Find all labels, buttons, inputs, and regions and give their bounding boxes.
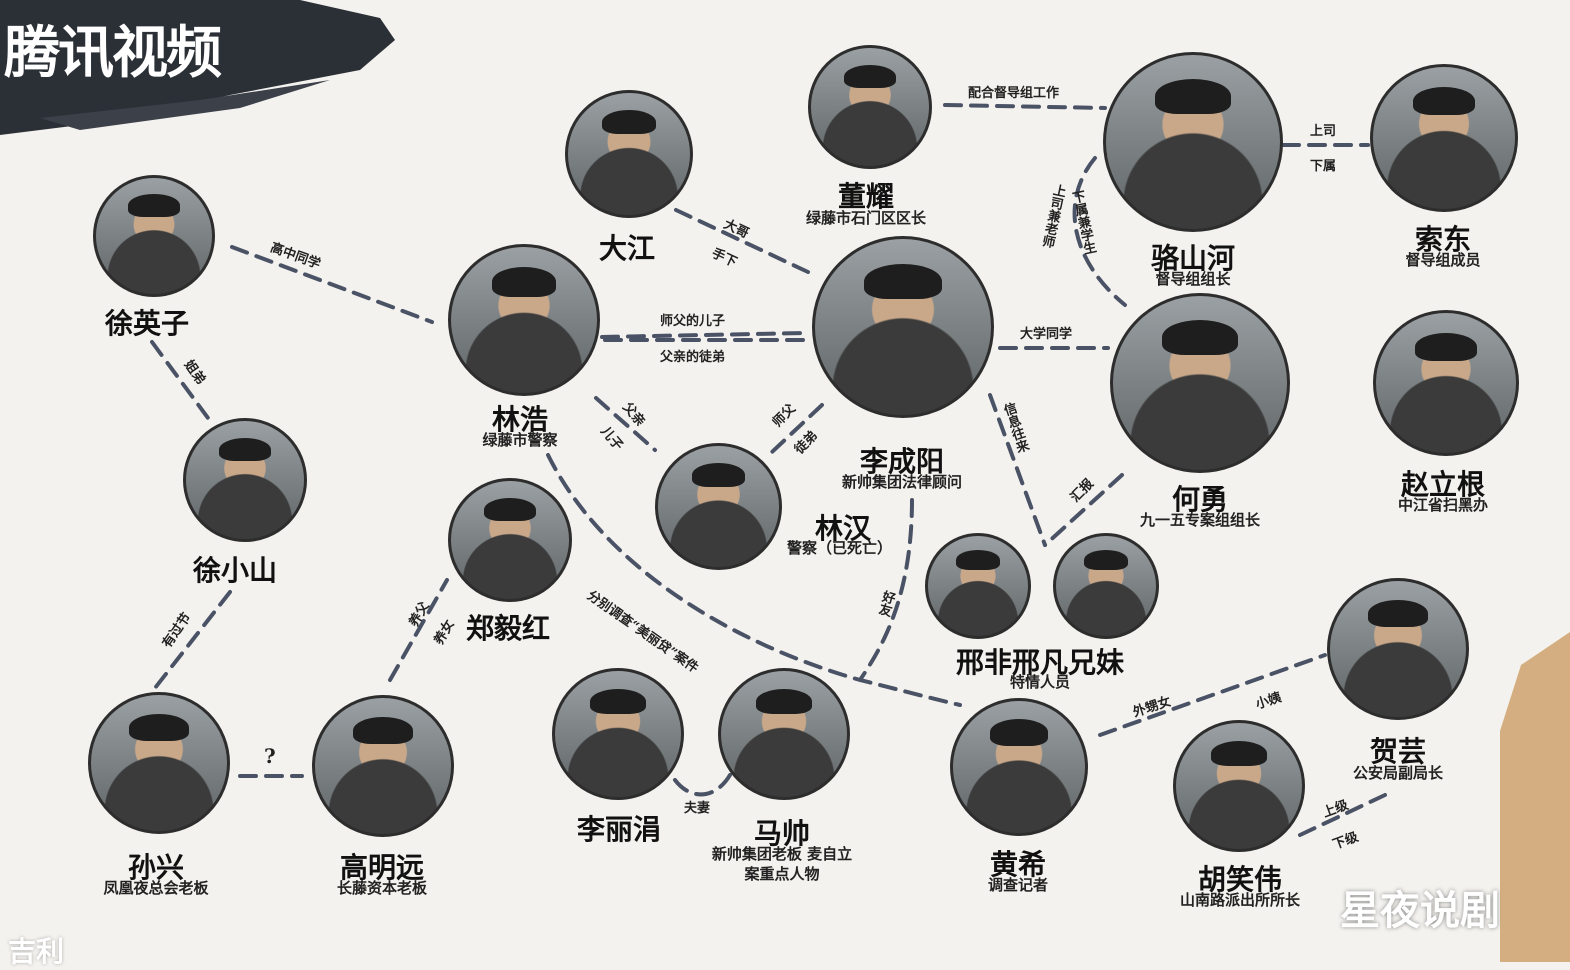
edge-dajiang-lichengyang <box>674 208 810 274</box>
avatar-luoshanhe <box>1103 52 1283 232</box>
avatar-xuxiaoshan <box>183 418 307 542</box>
avatar-linhan <box>655 443 782 570</box>
avatar-huangxi <box>950 698 1088 836</box>
edge-dongyao-luoshanhe <box>943 103 1107 110</box>
avatar-xingfei <box>925 533 1031 639</box>
tencent-video-logo: 腾讯视频 <box>4 21 222 86</box>
edge-heyun-huxiaowei <box>1298 793 1387 837</box>
avatar-heyong <box>1110 293 1290 473</box>
role-linhao: 绿藤市警察 <box>482 431 558 449</box>
watermark-bottom-left: 吉利 <box>8 935 65 968</box>
name-lilijuan: 李丽涓 <box>576 813 662 846</box>
role-huangxi: 调查记者 <box>987 876 1049 894</box>
role-zhaoligen: 中江省扫黑办 <box>1397 496 1489 514</box>
avatar-zhaoligen <box>1373 310 1519 456</box>
name-zhengyihong: 郑毅红 <box>465 612 551 645</box>
edge-lichengyang-xingfei <box>988 393 1047 547</box>
name-suoying: 徐英子 <box>104 307 190 340</box>
role-mashuai: 新帅集团老板 麦自立案重点人物 <box>711 845 853 883</box>
label-superior: 上司 <box>1310 124 1337 139</box>
name-linhan: 林汉 <box>815 512 872 545</box>
label-fathers-apprentice: 父亲的徒弟 <box>660 350 726 365</box>
name-huxiaowei: 胡笑伟 <box>1197 863 1283 896</box>
role-xingfei: 特情人员 <box>1009 673 1071 691</box>
avatar-sunxing <box>88 692 230 834</box>
label-college-classmates: 大学同学 <box>1020 327 1073 342</box>
name-lichengyang: 李成阳 <box>859 445 945 478</box>
edge-linhao-huangxi <box>546 453 962 707</box>
role-dongyao: 绿藤市石门区区长 <box>805 209 927 227</box>
logo-brush-background <box>0 0 395 135</box>
avatar-zhengyihong <box>448 478 572 602</box>
edge-huangxi-heyun <box>1098 653 1327 737</box>
avatar-gaomingyuan <box>312 695 454 837</box>
edge-heyong-xingfei <box>1043 473 1124 547</box>
name-xuxiaoshan: 徐小山 <box>192 554 278 587</box>
name-dajiang: 大江 <box>598 232 656 265</box>
name-gaomingyuan: 高明远 <box>339 851 425 884</box>
edge-linhao-lichengyang-top <box>600 331 807 339</box>
name-luoshanhe: 骆山河 <box>1150 242 1236 275</box>
edge-gaomingyuan-zhengyihong <box>388 578 449 682</box>
avatar-heyun <box>1327 578 1469 720</box>
avatar-huxiaowei <box>1173 720 1305 852</box>
name-heyong: 何勇 <box>1171 483 1229 516</box>
name-heyun: 贺芸 <box>1369 735 1427 768</box>
edge-xuxiaoshan-sunxing <box>153 590 232 690</box>
role-linhan: 警察（已死亡） <box>787 539 893 557</box>
name-dongyao: 董耀 <box>837 180 895 213</box>
label-subordinate: 下属 <box>1310 159 1337 174</box>
label-unknown: ? <box>264 744 276 768</box>
avatar-suoying <box>93 175 215 297</box>
avatar-dajiang <box>565 90 693 218</box>
role-huxiaowei: 山南路派出所所长 <box>1179 891 1301 909</box>
avatar-suodong <box>1370 64 1518 212</box>
edge-lichengyang-huangxi <box>858 498 914 682</box>
role-sunxing: 凤凰夜总会老板 <box>103 879 209 897</box>
name-suodong: 索东 <box>1414 223 1472 256</box>
edge-luoshanhe-heyong <box>1072 156 1127 307</box>
label-spouses: 夫妻 <box>684 801 711 816</box>
role-luoshanhe: 督导组组长 <box>1155 270 1231 288</box>
role-lichengyang: 新帅集团法律顾问 <box>841 473 963 491</box>
avatar-lichengyang <box>812 236 994 418</box>
avatar-linhao <box>448 244 600 396</box>
avatar-lilijuan <box>552 668 684 800</box>
role-heyong: 九一五专案组组长 <box>1139 511 1261 529</box>
avatar-xingfan <box>1053 533 1159 639</box>
name-huangxi: 黄希 <box>989 848 1047 881</box>
role-gaomingyuan: 长藤资本老板 <box>336 879 428 897</box>
name-linhao: 林浩 <box>491 403 549 436</box>
avatar-mashuai <box>718 668 850 800</box>
avatar-dongyao <box>808 45 932 169</box>
edge-lilijuan-mashuai <box>673 773 732 797</box>
role-suodong: 督导组成员 <box>1405 251 1481 269</box>
name-xingfei: 邢非邢凡兄妹 <box>955 646 1125 679</box>
edge-linhao-linhan <box>594 396 657 452</box>
edge-suoying-xuxiaoshan <box>150 340 210 420</box>
role-heyun: 公安局副局长 <box>1352 764 1444 782</box>
name-zhaoligen: 赵立根 <box>1400 468 1486 501</box>
name-sunxing: 孙兴 <box>127 851 185 884</box>
edge-suoying-linhao <box>230 245 434 324</box>
name-mashuai: 马帅 <box>753 817 811 850</box>
label-masters-son: 师父的儿子 <box>660 314 726 329</box>
label-cooperate-inspection: 配合督导组工作 <box>968 86 1060 101</box>
watermark-bottom-right: 星夜说剧 <box>1340 888 1500 934</box>
edge-lichengyang-linhan <box>770 403 824 454</box>
